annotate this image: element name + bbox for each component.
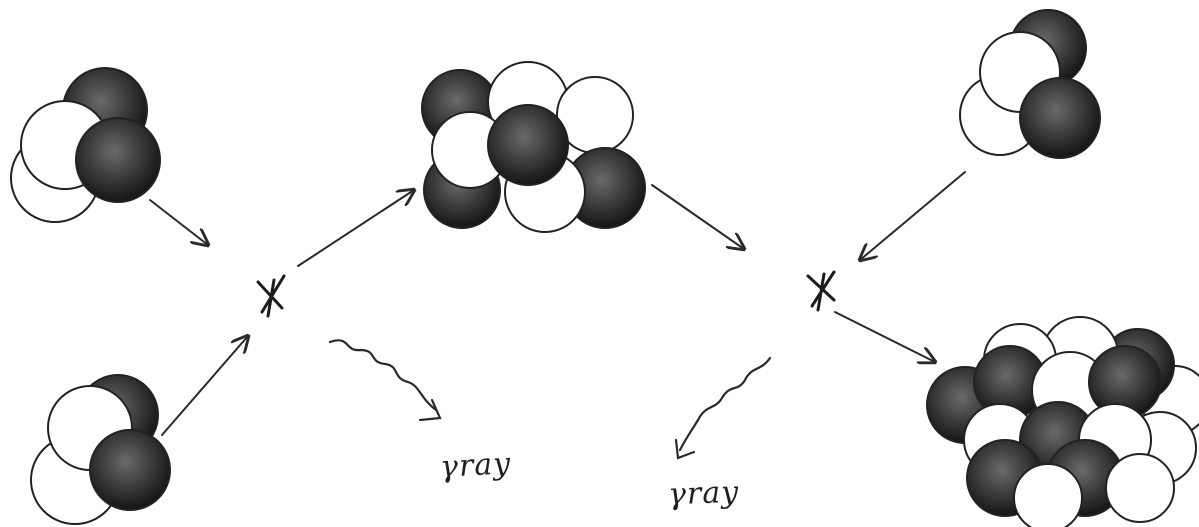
nucleus-helium-top-left — [10, 67, 161, 223]
gamma-ray-wave-2 — [678, 356, 772, 452]
neutron — [1019, 77, 1101, 159]
gamma-ray-label-2: γray — [667, 474, 740, 513]
gamma-ray-label-1: γray — [439, 446, 512, 485]
gamma-ray-wave-1 — [328, 339, 438, 412]
neutron — [89, 429, 171, 511]
collision-star-1 — [256, 274, 286, 318]
arrow-to-collision-2-right — [860, 171, 966, 260]
nucleus-final — [926, 316, 1199, 527]
proton — [1105, 453, 1175, 523]
arrow-to-final-nucleus — [834, 311, 935, 362]
arrow-to-collision-2-left — [651, 184, 744, 249]
nucleus-helium-bottom-left — [30, 374, 171, 525]
collision-star-2 — [806, 270, 836, 312]
gamma-ray-arrowhead-1 — [418, 398, 442, 422]
arrow-to-collision-1-bottom — [161, 336, 248, 436]
neutron — [487, 104, 569, 186]
arrow-to-middle-nucleus — [297, 190, 414, 267]
gamma-ray-arrowhead-2 — [674, 438, 696, 460]
nucleus-middle — [421, 61, 646, 233]
proton — [1013, 463, 1083, 527]
neutron — [75, 117, 161, 203]
arrow-to-collision-1-top — [149, 199, 208, 245]
nucleus-helium-top-right — [959, 9, 1101, 159]
